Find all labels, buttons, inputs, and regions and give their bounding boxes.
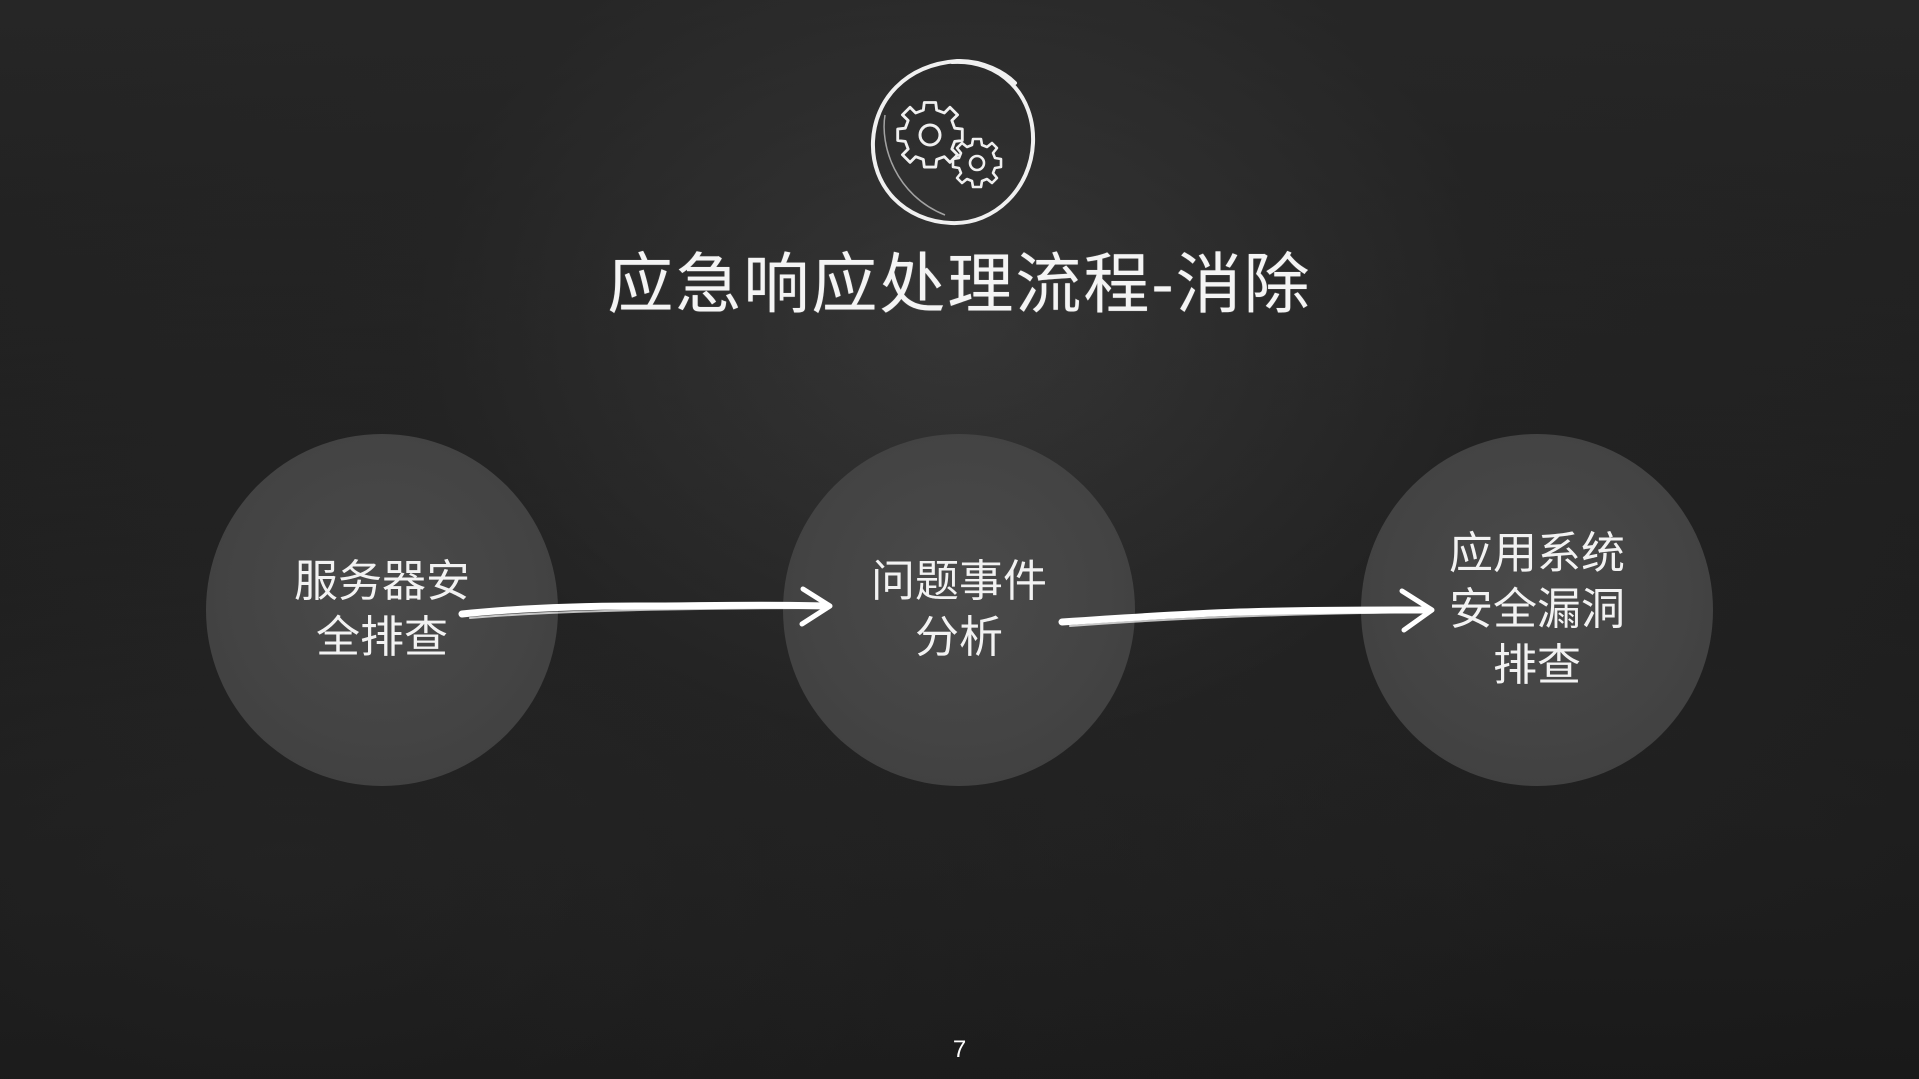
slide-title: 应急响应处理流程-消除 — [607, 246, 1312, 323]
flow-step-server-security-check: 服务器安 全排查 — [206, 434, 558, 786]
flow-step-incident-analysis: 问题事件 分析 — [783, 434, 1135, 786]
flow-step-label: 问题事件 分析 — [871, 556, 1047, 663]
flow-step-label: 应用系统 安全漏洞 排查 — [1449, 528, 1625, 691]
gears-icon — [865, 55, 1040, 230]
page-number: 7 — [952, 1036, 967, 1063]
flow-step-label: 服务器安 全排查 — [294, 556, 470, 663]
flow-step-app-vulnerability-check: 应用系统 安全漏洞 排查 — [1361, 434, 1713, 786]
